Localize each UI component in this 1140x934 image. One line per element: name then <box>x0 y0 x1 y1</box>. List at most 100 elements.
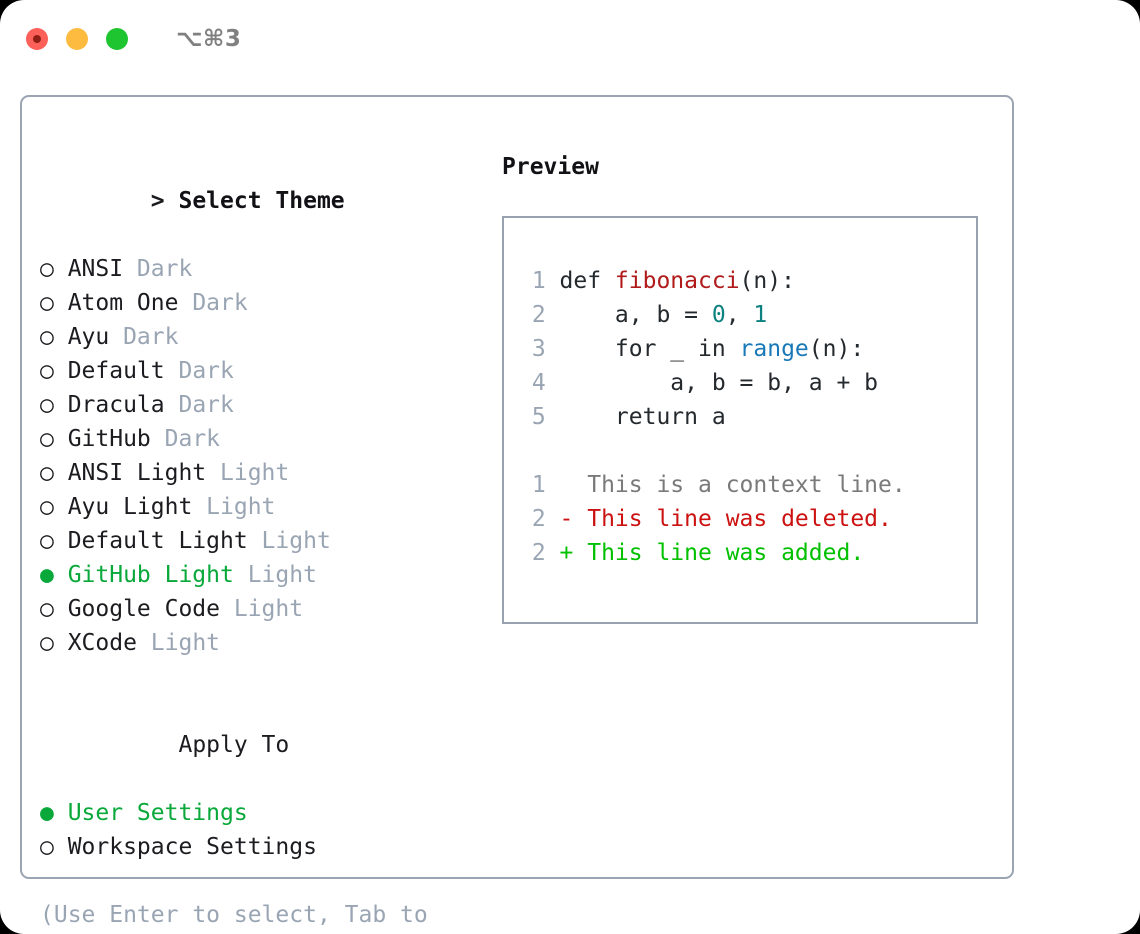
theme-variant-label: Dark <box>123 256 193 282</box>
gutter-space <box>546 502 560 536</box>
code-line: 1 def fibonacci(n): <box>518 264 976 298</box>
help-text: (Use Enter to select, Tab to change focu… <box>40 902 428 928</box>
line-number: 2 <box>531 302 546 328</box>
theme-picker-title: Select Theme <box>178 188 345 214</box>
apply-to-marker <box>151 728 179 762</box>
diff-text-add: + This line was added. <box>559 540 865 566</box>
theme-variant-label: Light <box>247 528 331 554</box>
code-token-fn: fibonacci <box>614 268 740 294</box>
gutter-space <box>546 264 560 298</box>
diff-text-context: This is a context line. <box>559 472 906 498</box>
radio-unselected-icon: ○ <box>40 358 68 384</box>
code-token-builtin: range <box>739 336 809 362</box>
window-controls <box>26 28 128 50</box>
radio-unselected-icon: ○ <box>40 290 68 316</box>
theme-option-5[interactable]: ○ GitHub Dark <box>40 422 490 456</box>
theme-variant-label: Light <box>206 460 290 486</box>
preview-title: Preview <box>502 154 599 180</box>
theme-option-0[interactable]: ○ ANSI Dark <box>40 252 490 286</box>
theme-list: ○ ANSI Dark○ Atom One Dark○ Ayu Dark○ De… <box>40 252 490 660</box>
theme-option-10[interactable]: ○ Google Code Light <box>40 592 490 626</box>
radio-unselected-icon: ○ <box>40 596 68 622</box>
radio-unselected-icon: ○ <box>40 426 68 452</box>
theme-option-1[interactable]: ○ Atom One Dark <box>40 286 490 320</box>
theme-option-7[interactable]: ○ Ayu Light Light <box>40 490 490 524</box>
diff-line-number: 1 <box>531 472 546 498</box>
radio-unselected-icon: ○ <box>40 528 68 554</box>
theme-option-3[interactable]: ○ Default Dark <box>40 354 490 388</box>
theme-option-label: Default <box>67 358 165 384</box>
preview-column: Preview 1 def fibonacci(n):2 a, b = 0, 1… <box>502 150 992 624</box>
apply-to-option-label: Workspace Settings <box>67 834 317 860</box>
main-panel: > Select Theme ○ ANSI Dark○ Atom One Dar… <box>20 95 1014 928</box>
apply-to-option-label: User Settings <box>67 800 248 826</box>
apply-to-title: Apply To <box>178 732 290 758</box>
theme-variant-label: Dark <box>164 392 234 418</box>
theme-option-label: Ayu Light <box>67 494 193 520</box>
theme-variant-label: Light <box>192 494 276 520</box>
theme-variant-label: Light <box>136 630 221 656</box>
code-token-plain: (n): <box>739 268 795 294</box>
title-bar: ⌥⌘3 <box>0 0 1140 78</box>
code-token-plain: (n): <box>808 336 865 362</box>
code-token-num: 1 <box>753 302 768 328</box>
apply-to-option-1[interactable]: ○ Workspace Settings <box>40 830 490 864</box>
diff-text-del: - This line was deleted. <box>559 506 892 532</box>
section-spacer <box>40 660 490 694</box>
code-line: 4 a, b = b, a + b <box>518 366 976 400</box>
code-line: 5 return a <box>518 400 976 434</box>
line-number: 5 <box>531 404 546 430</box>
theme-option-2[interactable]: ○ Ayu Dark <box>40 320 490 354</box>
theme-option-11[interactable]: ○ XCode Light <box>40 626 490 660</box>
close-button[interactable] <box>26 28 48 50</box>
diff-line-number: 2 <box>531 540 546 566</box>
gutter-space <box>546 400 560 434</box>
diff-sample: 1 This is a context line.2 - This line w… <box>518 468 976 570</box>
theme-option-9[interactable]: ● GitHub Light Light <box>40 558 490 592</box>
radio-unselected-icon: ○ <box>40 460 68 486</box>
code-token-num: 0 <box>711 302 726 328</box>
line-number: 3 <box>531 336 546 362</box>
code-token-plain: a, b = <box>559 302 712 328</box>
theme-option-label: Ayu <box>67 324 110 350</box>
gutter-space <box>546 536 560 570</box>
radio-unselected-icon: ○ <box>40 324 68 350</box>
theme-option-6[interactable]: ○ ANSI Light Light <box>40 456 490 490</box>
theme-option-label: Default Light <box>67 528 248 554</box>
radio-unselected-icon: ○ <box>40 392 68 418</box>
close-icon <box>33 35 41 43</box>
theme-option-label: XCode <box>67 630 137 656</box>
diff-line: 2 + This line was added. <box>518 536 976 570</box>
theme-option-label: ANSI <box>67 256 124 282</box>
diff-line: 2 - This line was deleted. <box>518 502 976 536</box>
cursor-marker: > <box>150 188 179 214</box>
radio-unselected-icon: ○ <box>40 494 68 520</box>
theme-option-label: GitHub Light <box>67 562 234 588</box>
code-token-plain: for _ in <box>559 336 740 362</box>
gutter-space <box>546 332 560 366</box>
zoom-button[interactable] <box>106 28 128 50</box>
diff-line: 1 This is a context line. <box>518 468 976 502</box>
theme-variant-label: Dark <box>164 358 234 384</box>
apply-to-option-0[interactable]: ● User Settings <box>40 796 490 830</box>
theme-variant-label: Dark <box>109 324 179 350</box>
apply-to-list: ● User Settings○ Workspace Settings <box>40 796 490 864</box>
minimize-button[interactable] <box>66 28 88 50</box>
theme-option-8[interactable]: ○ Default Light Light <box>40 524 490 558</box>
theme-option-4[interactable]: ○ Dracula Dark <box>40 388 490 422</box>
code-line: 3 for _ in range(n): <box>518 332 976 366</box>
theme-variant-label: Dark <box>178 290 248 316</box>
theme-variant-label: Light <box>220 596 304 622</box>
theme-option-label: ANSI Light <box>67 460 207 486</box>
gutter-space <box>546 298 560 332</box>
theme-option-label: Google Code <box>67 596 221 622</box>
code-token-plain: , <box>725 302 754 328</box>
gutter-space <box>546 468 560 502</box>
theme-option-label: GitHub <box>67 426 151 452</box>
theme-variant-label: Light <box>233 562 317 588</box>
code-line: 2 a, b = 0, 1 <box>518 298 976 332</box>
theme-option-label: Dracula <box>67 392 165 418</box>
